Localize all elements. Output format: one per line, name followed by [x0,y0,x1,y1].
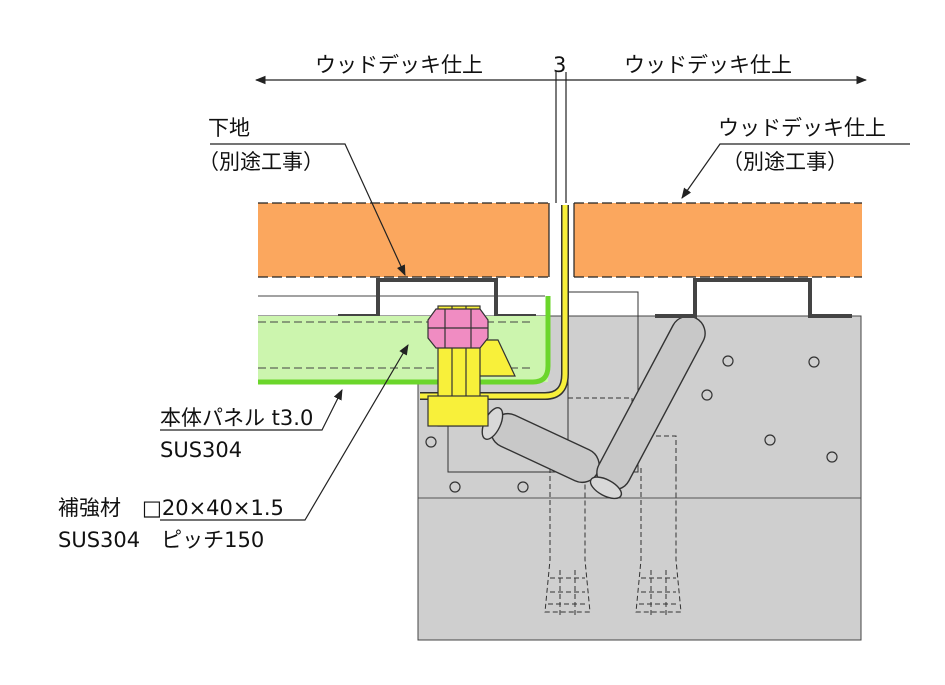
dimension-line [254,72,868,203]
reinforcement-callout-line2: SUS304 ピッチ150 [58,528,265,552]
substrate-callout-line1: 下地 [208,116,250,140]
cover-plate [420,205,569,400]
dimension-gap-value: 3 [553,53,567,77]
aggregate-dots [425,355,838,493]
leader-lines [160,143,910,521]
anchor-bolts [544,468,682,615]
body-panel-callout-line1: 本体パネル t3.0 [160,406,314,430]
substrate-outline [258,295,545,317]
bolt-assembly [427,305,516,427]
deck-finish-callout-line1: ウッドデッキ仕上 [718,116,886,140]
wood-deck-boards [258,202,862,278]
rebar-pipes [481,315,706,500]
body-panel-callout-line2: SUS304 [160,438,243,462]
dimension-left-label: ウッドデッキ仕上 [315,53,483,77]
deck-finish-callout-line2: （別途工事） [722,150,848,174]
substrate-callout-line2: （別途工事） [198,150,324,174]
dimension-right-label: ウッドデッキ仕上 [624,53,792,77]
hat-channel-substrate [338,278,852,318]
reinforcement-callout-line1: 補強材 □20×40×1.5 [58,496,284,520]
